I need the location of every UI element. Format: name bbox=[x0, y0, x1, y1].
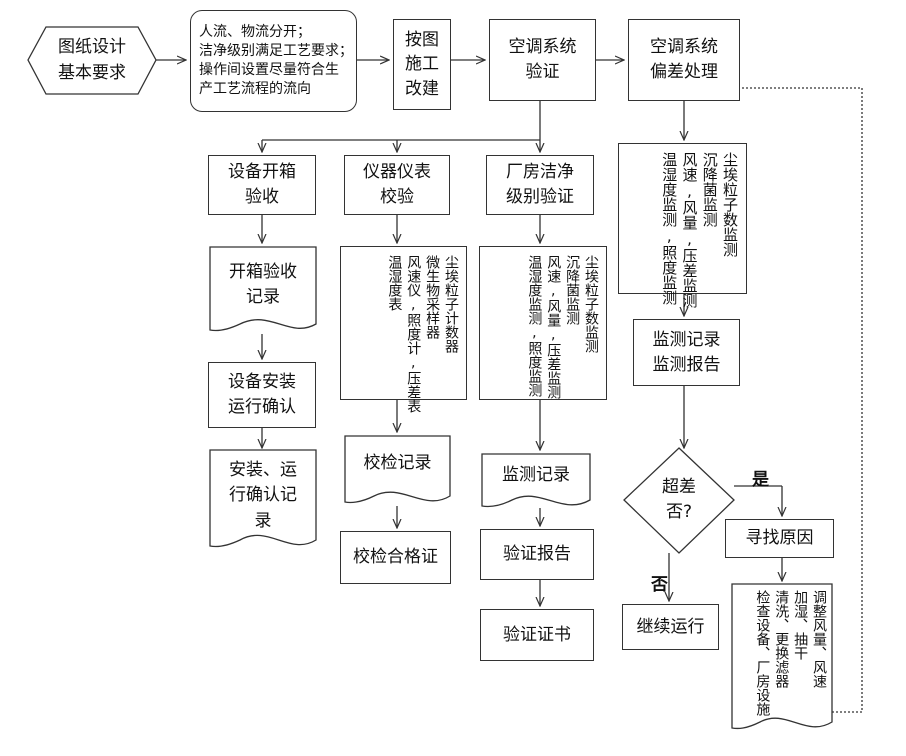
find-cause-box: 寻找原因 bbox=[725, 519, 834, 558]
continue-run-box: 继续运行 bbox=[622, 604, 719, 650]
verify-report-box: 验证报告 bbox=[480, 529, 594, 580]
install-record-label: 安装、运 行确认记 录 bbox=[229, 459, 297, 531]
doc-install-record bbox=[209, 449, 317, 548]
dev-report-box: 监测记录 监测报告 bbox=[633, 319, 740, 386]
monitor-record-label: 监测记录 bbox=[502, 465, 570, 486]
start-label: 图纸设计 基本要求 bbox=[58, 37, 126, 83]
yes-label: 是 bbox=[752, 470, 769, 490]
clean-items-box: 尘埃粒子数监测 沉降菌监测 风速,风量,压差监测 温湿度监测,照度监测 bbox=[479, 246, 607, 400]
doc-monitor-record bbox=[481, 453, 591, 508]
feedback-loop-line bbox=[690, 88, 863, 713]
no-label: 否 bbox=[651, 575, 668, 595]
ac-deviation-box: 空调系统 偏差处理 bbox=[628, 19, 740, 101]
doc-calib-record bbox=[344, 435, 451, 504]
equip-unbox-box: 设备开箱 验收 bbox=[208, 155, 316, 215]
dev-items-box: 尘埃粒子数监测 沉降菌监测 风速,风量,压差监测 温湿度监测,照度监测 bbox=[618, 143, 747, 308]
verify-cert-box: 验证证书 bbox=[480, 609, 594, 661]
decision-diamond bbox=[623, 447, 735, 554]
doc-adjust bbox=[731, 583, 833, 730]
calib-cert-box: 校检合格证 bbox=[340, 531, 451, 584]
calib-items-box: 尘埃粒子计数器 微生物采样器 风速仪,照度计,压差表 温湿度表 bbox=[340, 246, 467, 413]
doc-unbox-record bbox=[209, 246, 317, 332]
cleanroom-verify-box: 厂房洁净 级别验证 bbox=[486, 155, 594, 215]
requirements-box: 人流、物流分开； 洁净级别满足工艺要求； 操作间设置尽量符合生 产工艺流程的流向 bbox=[190, 10, 357, 112]
unbox-record-label: 开箱验收 记录 bbox=[229, 261, 297, 308]
instrument-calib-box: 仪器仪表 校验 bbox=[344, 155, 450, 215]
decision-label: 超差 否? bbox=[662, 476, 696, 523]
rework-box: 按图 施工 改建 bbox=[393, 19, 451, 110]
start-hexagon bbox=[27, 26, 157, 95]
adjust-label: 调整风量、风速 加湿、抽干 清洗、更换滤器 检查设备、厂房设施 bbox=[754, 590, 827, 716]
ac-verify-box: 空调系统 验证 bbox=[489, 19, 596, 101]
calib-record-label: 校检记录 bbox=[363, 453, 432, 474]
install-confirm-box: 设备安装 运行确认 bbox=[208, 362, 316, 428]
